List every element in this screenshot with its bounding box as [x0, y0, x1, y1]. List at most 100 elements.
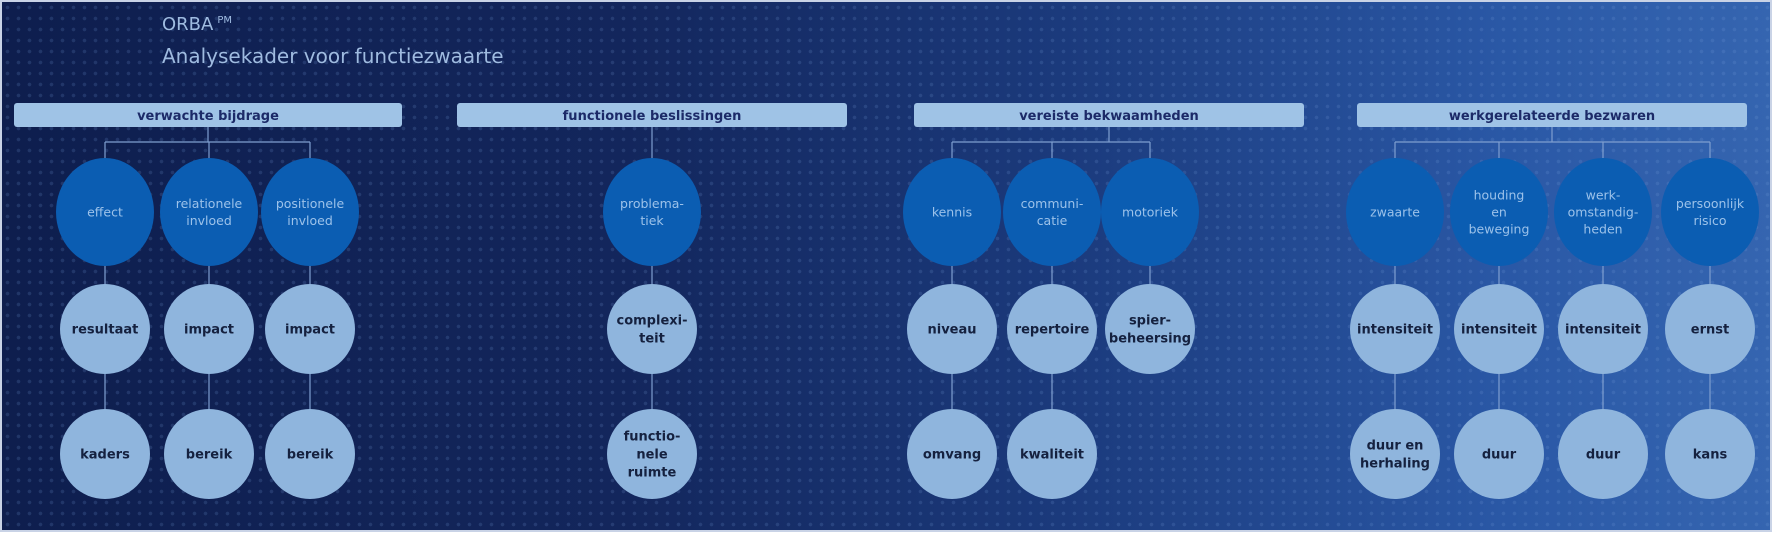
category-header-bar — [457, 103, 847, 127]
aspect-label: werk- — [1586, 188, 1621, 203]
criterion-label: intensiteit — [1357, 323, 1433, 338]
aspect-label: relationele — [176, 196, 243, 211]
criterion-circle — [1665, 409, 1755, 499]
criterion-label: ernst — [1691, 323, 1729, 338]
group-functionele-beslissingen: functionele beslissingenproblema-tiekcom… — [457, 103, 847, 499]
group-vereiste-bekwaamheden: vereiste bekwaamheden kennis niveau omvang c… — [903, 103, 1304, 499]
criterion-circle — [265, 284, 355, 374]
aspect-label: houding — [1474, 188, 1525, 203]
criterion-label: teit — [639, 332, 665, 347]
aspect-label: heden — [1583, 222, 1622, 237]
criterion-circle — [1454, 409, 1544, 499]
group-verwachte-bijdrage: verwachte bijdrage effect resultaat kaders r… — [14, 103, 402, 499]
criterion-label: bereik — [186, 448, 233, 463]
aspect-label: invloed — [287, 213, 333, 228]
criterion-label: omvang — [923, 448, 981, 463]
aspect-label: catie — [1037, 213, 1068, 228]
aspect-circle — [261, 158, 359, 266]
group-werkgerelateerde-bezwaren: werkgerelateerde bezwaren zwaarte intensit… — [1346, 103, 1759, 499]
aspect-column: effect resultaat kaders — [56, 158, 154, 499]
aspect-circle — [1101, 158, 1199, 266]
criterion-circle — [1558, 284, 1648, 374]
criterion-circle — [60, 284, 150, 374]
criterion-circle — [1558, 409, 1648, 499]
criterion-circle — [1007, 284, 1097, 374]
criterion-circle — [1454, 284, 1544, 374]
criterion-label: impact — [285, 323, 335, 338]
aspect-column: problema-tiekcomplexi-teitfunctio-neleru… — [603, 158, 701, 499]
category-header-label: werkgerelateerde bezwaren — [1449, 109, 1655, 124]
criterion-label: kwaliteit — [1020, 448, 1084, 463]
criterion-circle — [1007, 409, 1097, 499]
criterion-label: resultaat — [72, 323, 139, 338]
category-header-bar — [914, 103, 1304, 127]
aspect-label: communi- — [1021, 196, 1084, 211]
criterion-label: intensiteit — [1461, 323, 1537, 338]
category-header-label: vereiste bekwaamheden — [1019, 109, 1199, 124]
category-header-bar — [1357, 103, 1747, 127]
criterion-circle — [1665, 284, 1755, 374]
criterion-circle — [265, 409, 355, 499]
aspect-label: omstandig- — [1568, 205, 1639, 220]
criterion-circle — [164, 409, 254, 499]
criterion-label: impact — [184, 323, 234, 338]
criterion-label: herhaling — [1360, 457, 1430, 472]
criterion-label: kans — [1693, 448, 1728, 463]
criterion-label: functio- — [624, 430, 681, 445]
aspect-circle — [1661, 158, 1759, 266]
criterion-label: intensiteit — [1565, 323, 1641, 338]
aspect-column: werk-omstandig-heden intensiteit duur — [1554, 158, 1652, 499]
aspect-circle — [1003, 158, 1101, 266]
criterion-circle — [1350, 284, 1440, 374]
aspect-circle — [1450, 158, 1548, 266]
category-header-label: verwachte bijdrage — [137, 109, 279, 124]
criterion-circle — [1350, 409, 1440, 499]
aspect-column: houding en beweging intensiteit duur — [1450, 158, 1548, 499]
criterion-label: kaders — [80, 448, 130, 463]
criterion-label: duur — [1586, 448, 1621, 463]
aspect-label: tiek — [640, 213, 664, 228]
aspect-label: beweging — [1469, 222, 1530, 237]
criterion-label: duur — [1482, 448, 1517, 463]
aspect-label: effect — [87, 205, 123, 220]
criterion-label: beheersing — [1109, 332, 1191, 347]
aspect-label: en — [1491, 205, 1507, 220]
criterion-circle — [907, 284, 997, 374]
criterion-label: ruimte — [628, 466, 677, 481]
category-header-bar — [14, 103, 402, 127]
criterion-circle — [907, 409, 997, 499]
criterion-label: duur en — [1367, 439, 1424, 454]
aspect-column: relationele invloed impact bereik — [160, 158, 258, 499]
criterion-circle — [164, 284, 254, 374]
aspect-column: kennis niveau omvang — [903, 158, 1001, 499]
aspect-label: problema- — [620, 196, 684, 211]
aspect-column: zwaarte intensiteit duur en herhaling — [1346, 158, 1444, 499]
category-header-label: functionele beslissingen — [563, 109, 742, 124]
criterion-label: niveau — [927, 323, 976, 338]
aspect-column: positionele invloed impact bereik — [261, 158, 359, 499]
aspect-label: kennis — [932, 205, 972, 220]
aspect-label: invloed — [186, 213, 232, 228]
aspect-circle — [1554, 158, 1652, 266]
criterion-label: bereik — [287, 448, 334, 463]
brand-superscript: PM — [217, 15, 233, 26]
diagram-subtitle: Analysekader voor functiezwaarte — [162, 44, 504, 68]
aspect-label: zwaarte — [1370, 205, 1420, 220]
aspect-circle — [56, 158, 154, 266]
criterion-circle — [60, 409, 150, 499]
aspect-circle — [903, 158, 1001, 266]
criterion-label: nele — [636, 448, 668, 463]
criterion-label: spier- — [1129, 314, 1171, 329]
criterion-circle — [607, 409, 697, 499]
brand-name: ORBA — [162, 14, 214, 35]
criterion-circle — [1105, 284, 1195, 374]
criterion-circle — [607, 284, 697, 374]
aspect-label: positionele — [276, 196, 345, 211]
aspect-circle — [1346, 158, 1444, 266]
